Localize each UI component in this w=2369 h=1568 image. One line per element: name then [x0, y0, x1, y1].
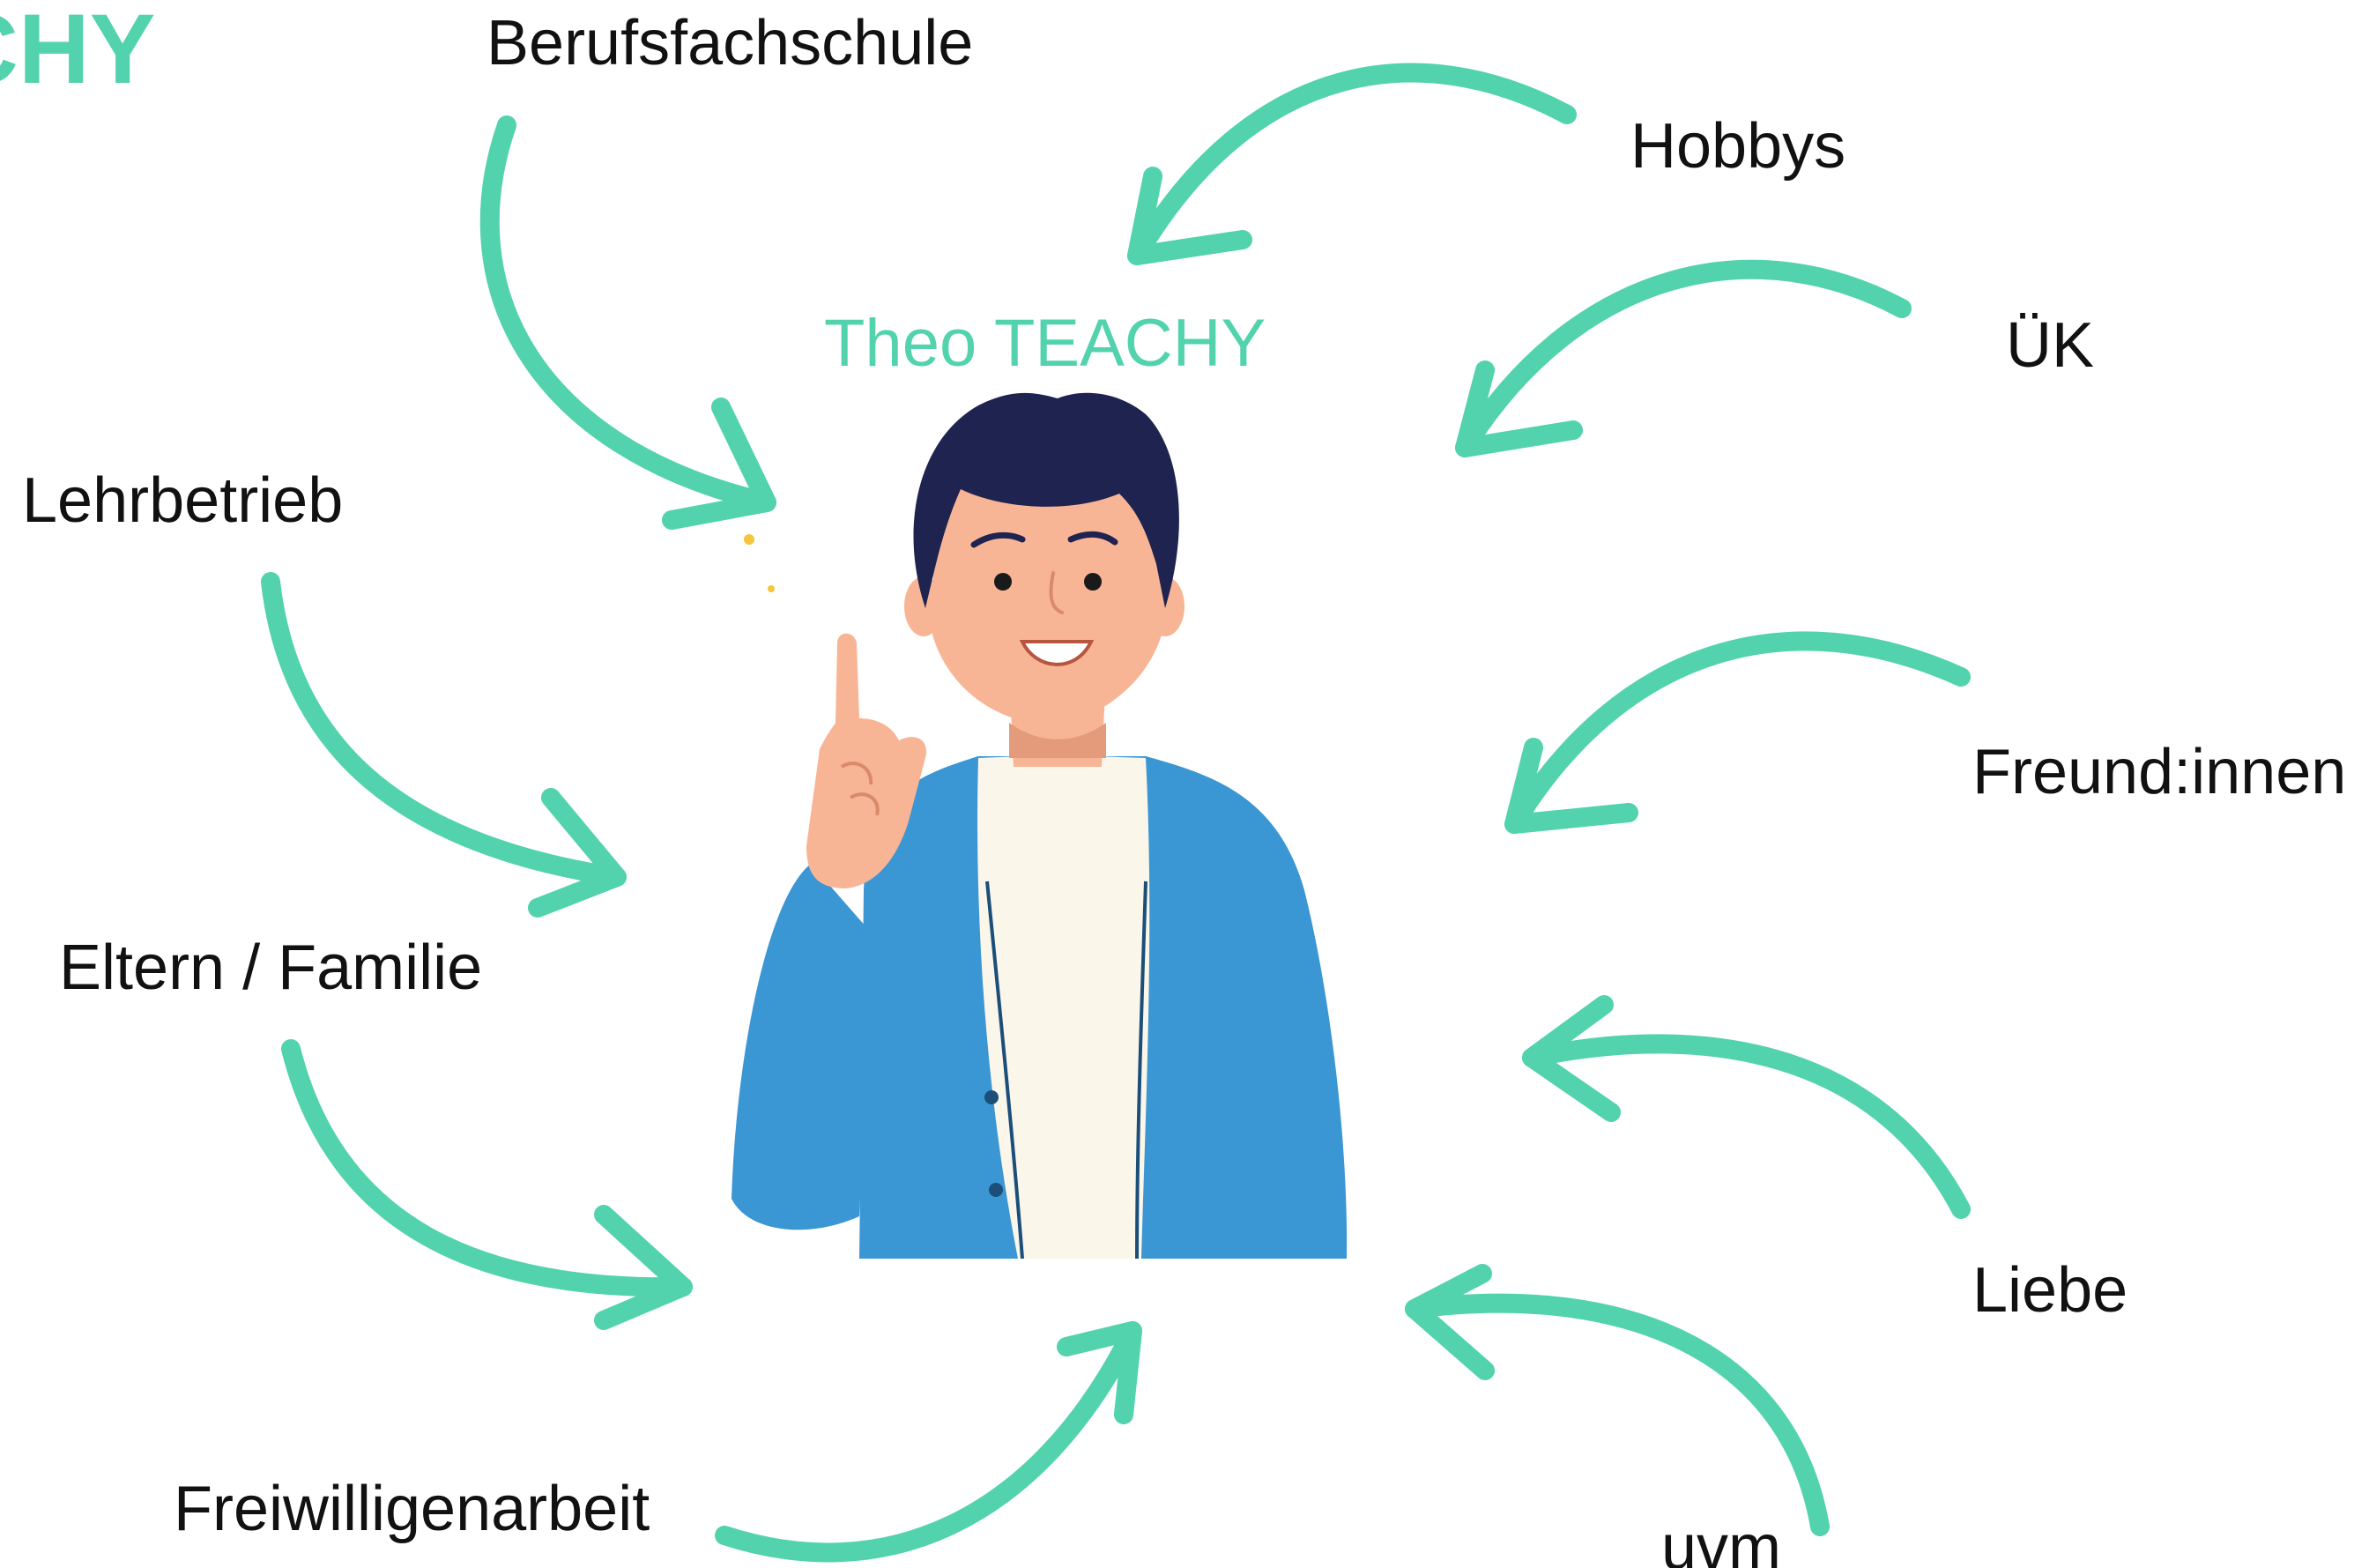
arrow-uvm	[1405, 1264, 1830, 1536]
label-liebe: Liebe	[1972, 1255, 2128, 1326]
label-lehrbetrieb: Lehrbetrieb	[22, 465, 344, 536]
arrow-uek	[1455, 259, 1912, 457]
label-eltern-familie: Eltern / Familie	[59, 933, 483, 1003]
center-title: Theo TEACHY	[824, 306, 1266, 381]
arrow-liebe	[1522, 995, 1971, 1219]
label-uvm: uvm	[1661, 1512, 1782, 1568]
arrow-lehrbetrieb	[261, 572, 627, 918]
label-freiwilligenarbeit: Freiwilligenarbeit	[174, 1474, 650, 1544]
arrow-eltern-familie	[281, 1039, 693, 1330]
arrow-berufsfachschule	[479, 115, 776, 530]
arrow-freundinnen	[1504, 631, 1971, 834]
label-uek: ÜK	[2006, 310, 2095, 381]
sparkle-icon	[744, 534, 775, 592]
arrow-freiwilligenarbeit	[715, 1321, 1142, 1563]
label-berufsfachschule: Berufsfachschule	[486, 8, 974, 78]
brand-fragment: CHY	[0, 0, 156, 104]
label-hobbys: Hobbys	[1630, 111, 1846, 182]
person-illustration	[731, 392, 1348, 1260]
label-freundinnen: Freund:innen	[1972, 737, 2347, 807]
arrow-hobbys	[1127, 63, 1577, 265]
